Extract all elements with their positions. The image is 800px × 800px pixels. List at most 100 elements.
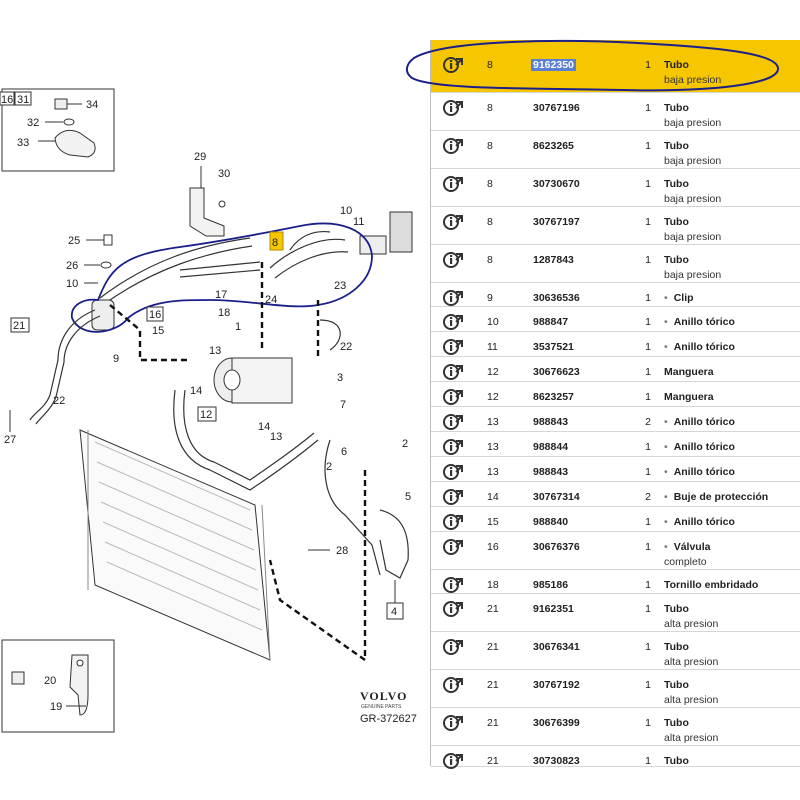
part-number[interactable]: 8623257 — [533, 391, 574, 403]
highlight-circle-diagram — [71, 222, 373, 333]
info-link-icon[interactable] — [443, 538, 465, 556]
info-link-icon[interactable] — [443, 600, 465, 618]
part-number[interactable]: 9162351 — [533, 603, 574, 615]
description-detail: completo — [664, 556, 707, 568]
info-link-icon[interactable] — [443, 251, 465, 269]
info-link-icon[interactable] — [443, 714, 465, 732]
info-link-icon[interactable] — [443, 175, 465, 193]
part-number[interactable]: 988843 — [533, 416, 569, 428]
part-number[interactable]: 8623265 — [533, 140, 574, 152]
part-number[interactable]: 30676376 — [533, 541, 580, 553]
callout-box-31 — [14, 91, 32, 106]
info-link-icon[interactable] — [443, 638, 465, 656]
part-number[interactable]: 9162350 — [531, 59, 576, 71]
callout-14-upper: 14 — [190, 385, 202, 397]
part-number[interactable]: 30730823 — [533, 755, 580, 767]
part-number[interactable]: 988843 — [533, 466, 569, 478]
description-title: Tubo — [664, 641, 689, 653]
info-link-icon[interactable] — [443, 463, 465, 481]
bullet-icon: • — [664, 292, 668, 304]
part-number[interactable]: 988847 — [533, 316, 569, 328]
info-link-icon[interactable] — [443, 338, 465, 356]
part-number[interactable]: 3537521 — [533, 341, 574, 353]
pipe-4 — [379, 509, 409, 579]
description-title: Tubo — [664, 679, 689, 691]
callout-17: 17 — [215, 289, 227, 301]
info-link-icon[interactable] — [443, 363, 465, 381]
description-title: Buje de protección — [673, 491, 769, 503]
info-link-icon[interactable] — [443, 213, 465, 231]
info-link-icon[interactable] — [443, 488, 465, 506]
quantity: 1 — [645, 366, 651, 378]
info-link-icon[interactable] — [443, 576, 465, 594]
quantity: 1 — [645, 717, 651, 729]
callout-33: 33 — [17, 137, 29, 149]
callout-9: 9 — [113, 353, 119, 365]
info-link-icon[interactable] — [443, 438, 465, 456]
info-link-icon[interactable] — [443, 388, 465, 406]
info-link-icon[interactable] — [443, 137, 465, 155]
info-link-icon[interactable] — [443, 513, 465, 531]
part-number[interactable]: 988840 — [533, 516, 569, 528]
callout-19: 19 — [50, 701, 62, 713]
ref-number: 14 — [487, 491, 499, 503]
info-link-icon[interactable] — [443, 99, 465, 117]
description-detail: alta presion — [664, 656, 719, 668]
part-number[interactable]: 30636536 — [533, 292, 580, 304]
part-number[interactable]: 30676399 — [533, 717, 580, 729]
info-link-icon[interactable] — [443, 56, 465, 74]
info-link-icon[interactable] — [443, 313, 465, 331]
info-link-icon[interactable] — [443, 752, 465, 770]
info-link-icon[interactable] — [443, 676, 465, 694]
description-title: Anillo tórico — [673, 516, 735, 528]
description-title: Válvula — [673, 541, 711, 553]
callout-25: 25 — [68, 235, 80, 247]
info-link-icon[interactable] — [443, 289, 465, 307]
quantity: 1 — [645, 341, 651, 353]
part-number[interactable]: 30676623 — [533, 366, 580, 378]
callout-20: 20 — [44, 675, 56, 687]
bullet-icon: • — [664, 316, 668, 328]
part-number[interactable]: 30767192 — [533, 679, 580, 691]
part-number[interactable]: 30730670 — [533, 178, 580, 190]
part-number[interactable]: 1287843 — [533, 254, 574, 266]
info-link-icon[interactable] — [443, 413, 465, 431]
description-title: Anillo tórico — [673, 316, 735, 328]
quantity: 1 — [645, 140, 651, 152]
part-number[interactable]: 30767197 — [533, 216, 580, 228]
description-title: Anillo tórico — [673, 441, 735, 453]
parts-diagram: 16 31 34 32 33 29 30 25 26 10 — [0, 88, 417, 733]
part-number[interactable]: 30767314 — [533, 491, 580, 503]
part-number[interactable]: 988844 — [533, 441, 569, 453]
description-title: Tubo — [664, 140, 689, 152]
part-number[interactable]: 985186 — [533, 579, 569, 591]
description-title: Anillo tórico — [673, 341, 735, 353]
part-number[interactable]: 30676341 — [533, 641, 580, 653]
part-number[interactable]: 30767196 — [533, 102, 580, 114]
